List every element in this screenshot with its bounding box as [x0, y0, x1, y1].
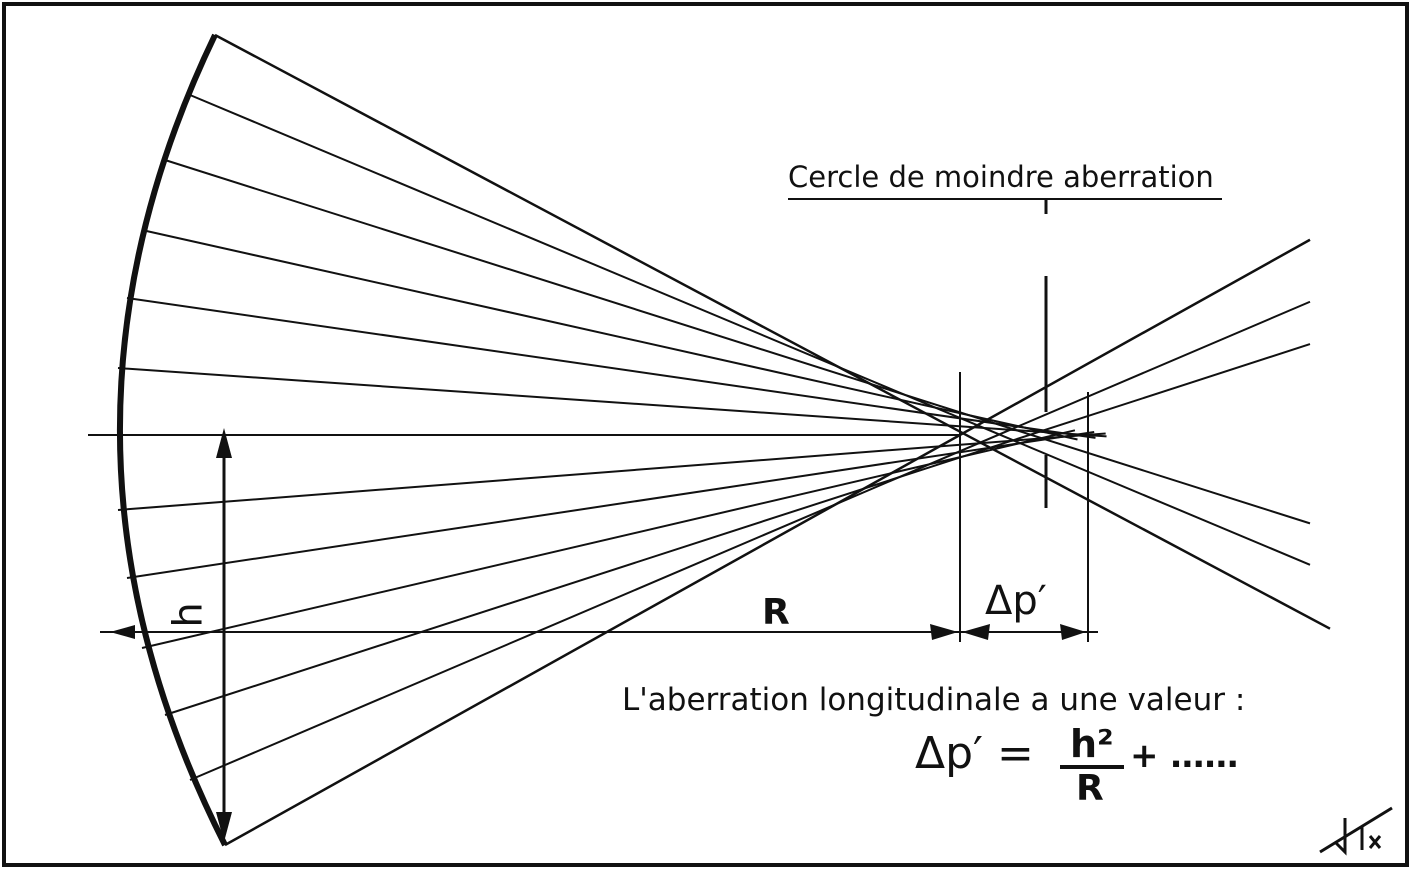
formula-tail: + ……	[1130, 736, 1239, 776]
signature-mark	[1319, 806, 1393, 856]
label-R: R	[762, 592, 790, 633]
formula-lhs: Δp′ =	[915, 728, 1034, 779]
light-ray	[164, 159, 1311, 525]
light-ray	[141, 429, 1076, 649]
diagram-title: Cercle de moindre aberration	[788, 160, 1214, 194]
light-ray	[126, 297, 1096, 439]
fraction-bar	[1060, 765, 1124, 769]
h-arrow-head-bottom	[216, 812, 232, 842]
light-ray	[224, 238, 1311, 847]
light-ray	[189, 94, 1311, 566]
light-ray	[141, 229, 1078, 441]
formula-denominator: R	[1076, 768, 1104, 809]
h-arrow-head-top	[216, 428, 232, 458]
light-ray	[126, 430, 1095, 579]
light-ray	[214, 33, 1331, 630]
light-ray	[117, 432, 1106, 511]
light-ray	[164, 343, 1311, 716]
formula-numerator: h²	[1070, 722, 1114, 766]
ray-group	[117, 33, 1331, 847]
label-h: h	[165, 602, 212, 628]
mirror-arc	[117, 33, 228, 847]
light-ray	[117, 367, 1107, 438]
caption-text: L'aberration longitudinale a une valeur …	[622, 682, 1246, 718]
light-ray	[189, 300, 1311, 781]
label-delta-p: Δp′	[985, 578, 1047, 624]
dimension-arrows	[110, 624, 1086, 640]
